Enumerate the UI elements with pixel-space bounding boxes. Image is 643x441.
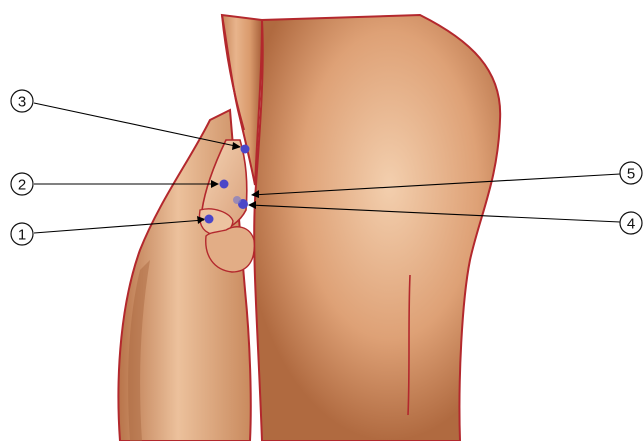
marker-point-3	[241, 145, 250, 154]
callout-3-number: 3	[18, 94, 26, 111]
body-illustration	[118, 15, 500, 441]
callout-5: 5	[620, 162, 642, 184]
callout-3: 3	[11, 90, 33, 112]
callout-5-number: 5	[627, 166, 635, 183]
callout-1: 1	[11, 223, 33, 245]
callout-1-number: 1	[18, 227, 26, 244]
callout-4: 4	[620, 212, 642, 234]
callout-2: 2	[11, 173, 33, 195]
marker-point-2	[220, 180, 229, 189]
back-buttock	[254, 15, 500, 441]
marker-point-5	[233, 196, 241, 204]
callout-4-number: 4	[627, 216, 635, 233]
callout-2-number: 2	[18, 177, 26, 194]
marker-point-1	[205, 215, 214, 224]
arrowhead-4	[248, 201, 256, 209]
